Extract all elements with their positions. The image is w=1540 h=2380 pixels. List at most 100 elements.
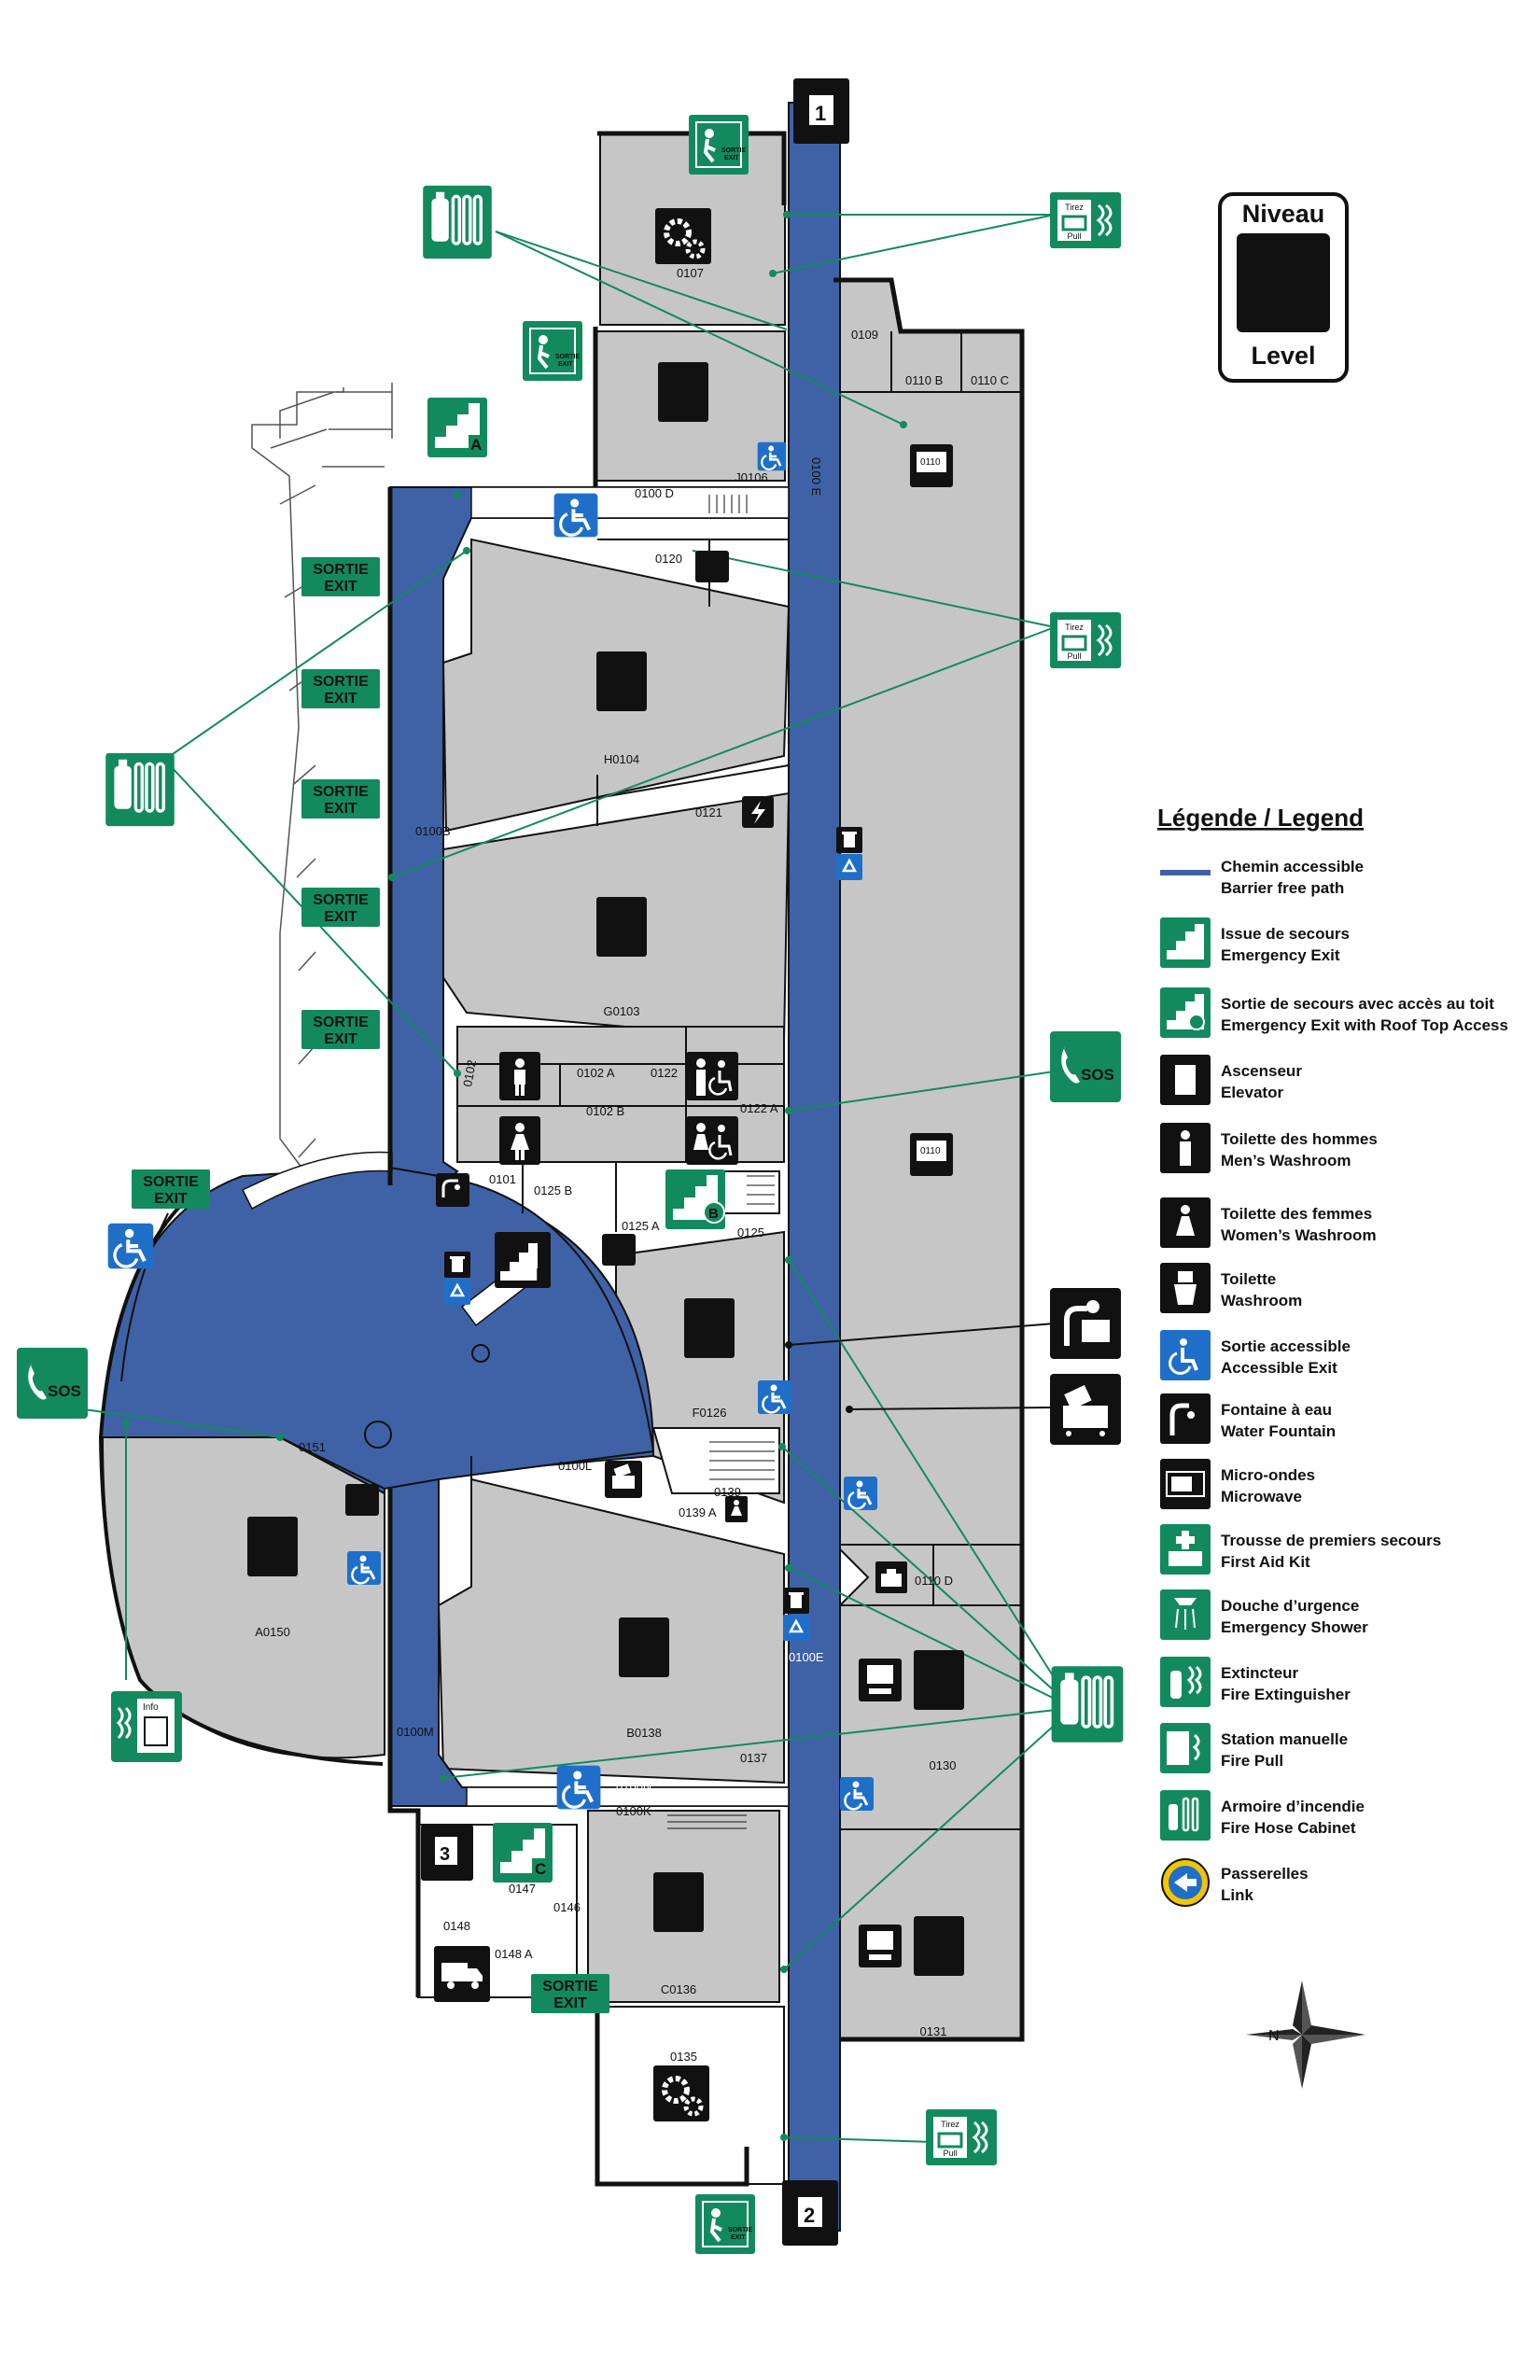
room-number: 0106	[670, 401, 697, 415]
elevator-sign-1: Ascenseur 1 Elevator	[793, 78, 849, 144]
stair-sign-A: A	[427, 398, 487, 457]
emergency-exit-icon	[1160, 917, 1211, 968]
microwave-icon	[1160, 1459, 1211, 1509]
svg-text:Elevator: Elevator	[794, 2233, 824, 2242]
rotunda-wall	[98, 1202, 384, 1766]
shower-icon	[1160, 1589, 1211, 1640]
exit-sign-en: EXIT	[324, 691, 357, 707]
exit-sign-en: EXIT	[324, 909, 357, 925]
room-number: 0103	[609, 936, 636, 950]
exit-sign-en: EXIT	[324, 801, 357, 817]
room-label: 0102 A	[577, 1066, 615, 1080]
legend-en: Link	[1221, 1886, 1253, 1904]
accessible-exit-icon	[345, 1549, 383, 1587]
mens-washroom-icon	[1160, 1123, 1211, 1173]
level-label-en: Level	[1251, 342, 1315, 370]
extinguisher-icon	[1160, 1657, 1211, 1707]
legend-en: Barrier free path	[1221, 879, 1344, 897]
exit-signs: SORTIEEXITSORTIEEXITSORTIEEXITSORTIEEXIT…	[132, 557, 609, 2013]
fire-pull-en: Pull	[1067, 231, 1081, 241]
room-letter: D	[929, 1924, 949, 1954]
legend-fr: Sortie accessible	[1221, 1337, 1351, 1355]
room-number: 0104	[609, 691, 637, 705]
exit-sign-en: EXIT	[324, 579, 357, 595]
connector-dots	[122, 211, 907, 2141]
room-code: H0104	[604, 752, 639, 766]
svg-text:EXIT: EXIT	[724, 155, 739, 161]
legend-en: Microwave	[1221, 1488, 1302, 1505]
elevator-sign-3: 3 Ascenseur	[421, 1825, 473, 1881]
svg-text:SOS: SOS	[1081, 1066, 1114, 1084]
svg-text:C: C	[535, 1860, 546, 1878]
room-letter: B	[634, 1625, 654, 1656]
photocopier-icon	[1050, 1374, 1121, 1445]
room-code: G0103	[603, 1004, 639, 1018]
room-label: 0148	[443, 1919, 470, 1933]
room-label: 0100N	[616, 1779, 651, 1793]
legend-en: Emergency Exit with Roof Top Access	[1221, 1016, 1508, 1034]
legend-fr: Toilette des hommes	[1221, 1130, 1378, 1148]
room-label: 0139	[714, 1485, 741, 1499]
svg-text:1: 1	[815, 102, 826, 125]
room-code: 0131	[920, 2024, 947, 2038]
gear-icon	[655, 208, 711, 264]
legend-en: Men’s Washroom	[1221, 1152, 1351, 1169]
computer-icon	[859, 1659, 902, 1701]
elevator-sign-2: Ascenseur 2 Elevator	[782, 2180, 838, 2246]
bin-icon	[444, 1252, 470, 1278]
elevator-icon	[1160, 1055, 1211, 1105]
legend-fr: Micro-ondes	[1221, 1466, 1315, 1484]
room-label: 0120	[655, 552, 682, 566]
room-signs: J0106J0106H0104H0104G0103G0103F0126F0126…	[247, 362, 964, 2038]
recycle-icon	[781, 1613, 811, 1643]
legend-fr: Trousse de premiers secours	[1221, 1532, 1441, 1549]
emergency-exit-sign: SORTIE EXIT	[689, 115, 749, 175]
room-label: 0125 B	[534, 1183, 572, 1197]
room-letter: H	[611, 659, 632, 690]
room-number: 0138	[631, 1657, 658, 1671]
exit-sign-fr: SORTIE	[143, 1174, 199, 1190]
svg-text:Info: Info	[143, 1702, 159, 1713]
gear-icon	[653, 2065, 709, 2121]
legend-fr: Extincteur	[1221, 1664, 1299, 1682]
svg-text:SORTIE: SORTIE	[728, 2227, 752, 2233]
exit-sign-fr: SORTIE	[313, 1015, 369, 1030]
room-label: 0151	[299, 1440, 326, 1454]
first-aid-icon	[1160, 1524, 1211, 1575]
legend-en: Elevator	[1221, 1084, 1283, 1101]
rooms-gray	[101, 133, 1023, 2040]
room-label: 0102	[460, 1058, 479, 1087]
recycle-icon	[442, 1277, 472, 1307]
svg-text:SOS: SOS	[48, 1382, 81, 1400]
womens-washroom-icon	[1160, 1197, 1211, 1248]
bin-icon	[836, 827, 862, 853]
room-label: 0109	[851, 328, 878, 342]
legend-en: Fire Hose Cabinet	[1221, 1819, 1356, 1837]
legend-en: Emergency Exit	[1221, 946, 1340, 964]
accessible-exit-icon	[554, 1763, 603, 1812]
exit-sign-en: EXIT	[553, 1995, 587, 2011]
legend-fr: Toilette	[1221, 1270, 1276, 1288]
photocopier-icon	[605, 1461, 642, 1498]
legend-fr: Issue de secours	[1221, 925, 1350, 943]
bin-icon	[783, 1588, 809, 1614]
accessible-exit-icon	[1160, 1330, 1211, 1380]
accessible-path-icon	[1160, 870, 1211, 875]
legend: Légende / Legend Chemin accessibleBarrie…	[1157, 804, 1508, 1907]
room-labels: 0107 0109 0110 B 0110 C 0100 D 0100 P 01…	[299, 266, 1009, 2064]
level-label-fr: Niveau	[1242, 200, 1325, 228]
